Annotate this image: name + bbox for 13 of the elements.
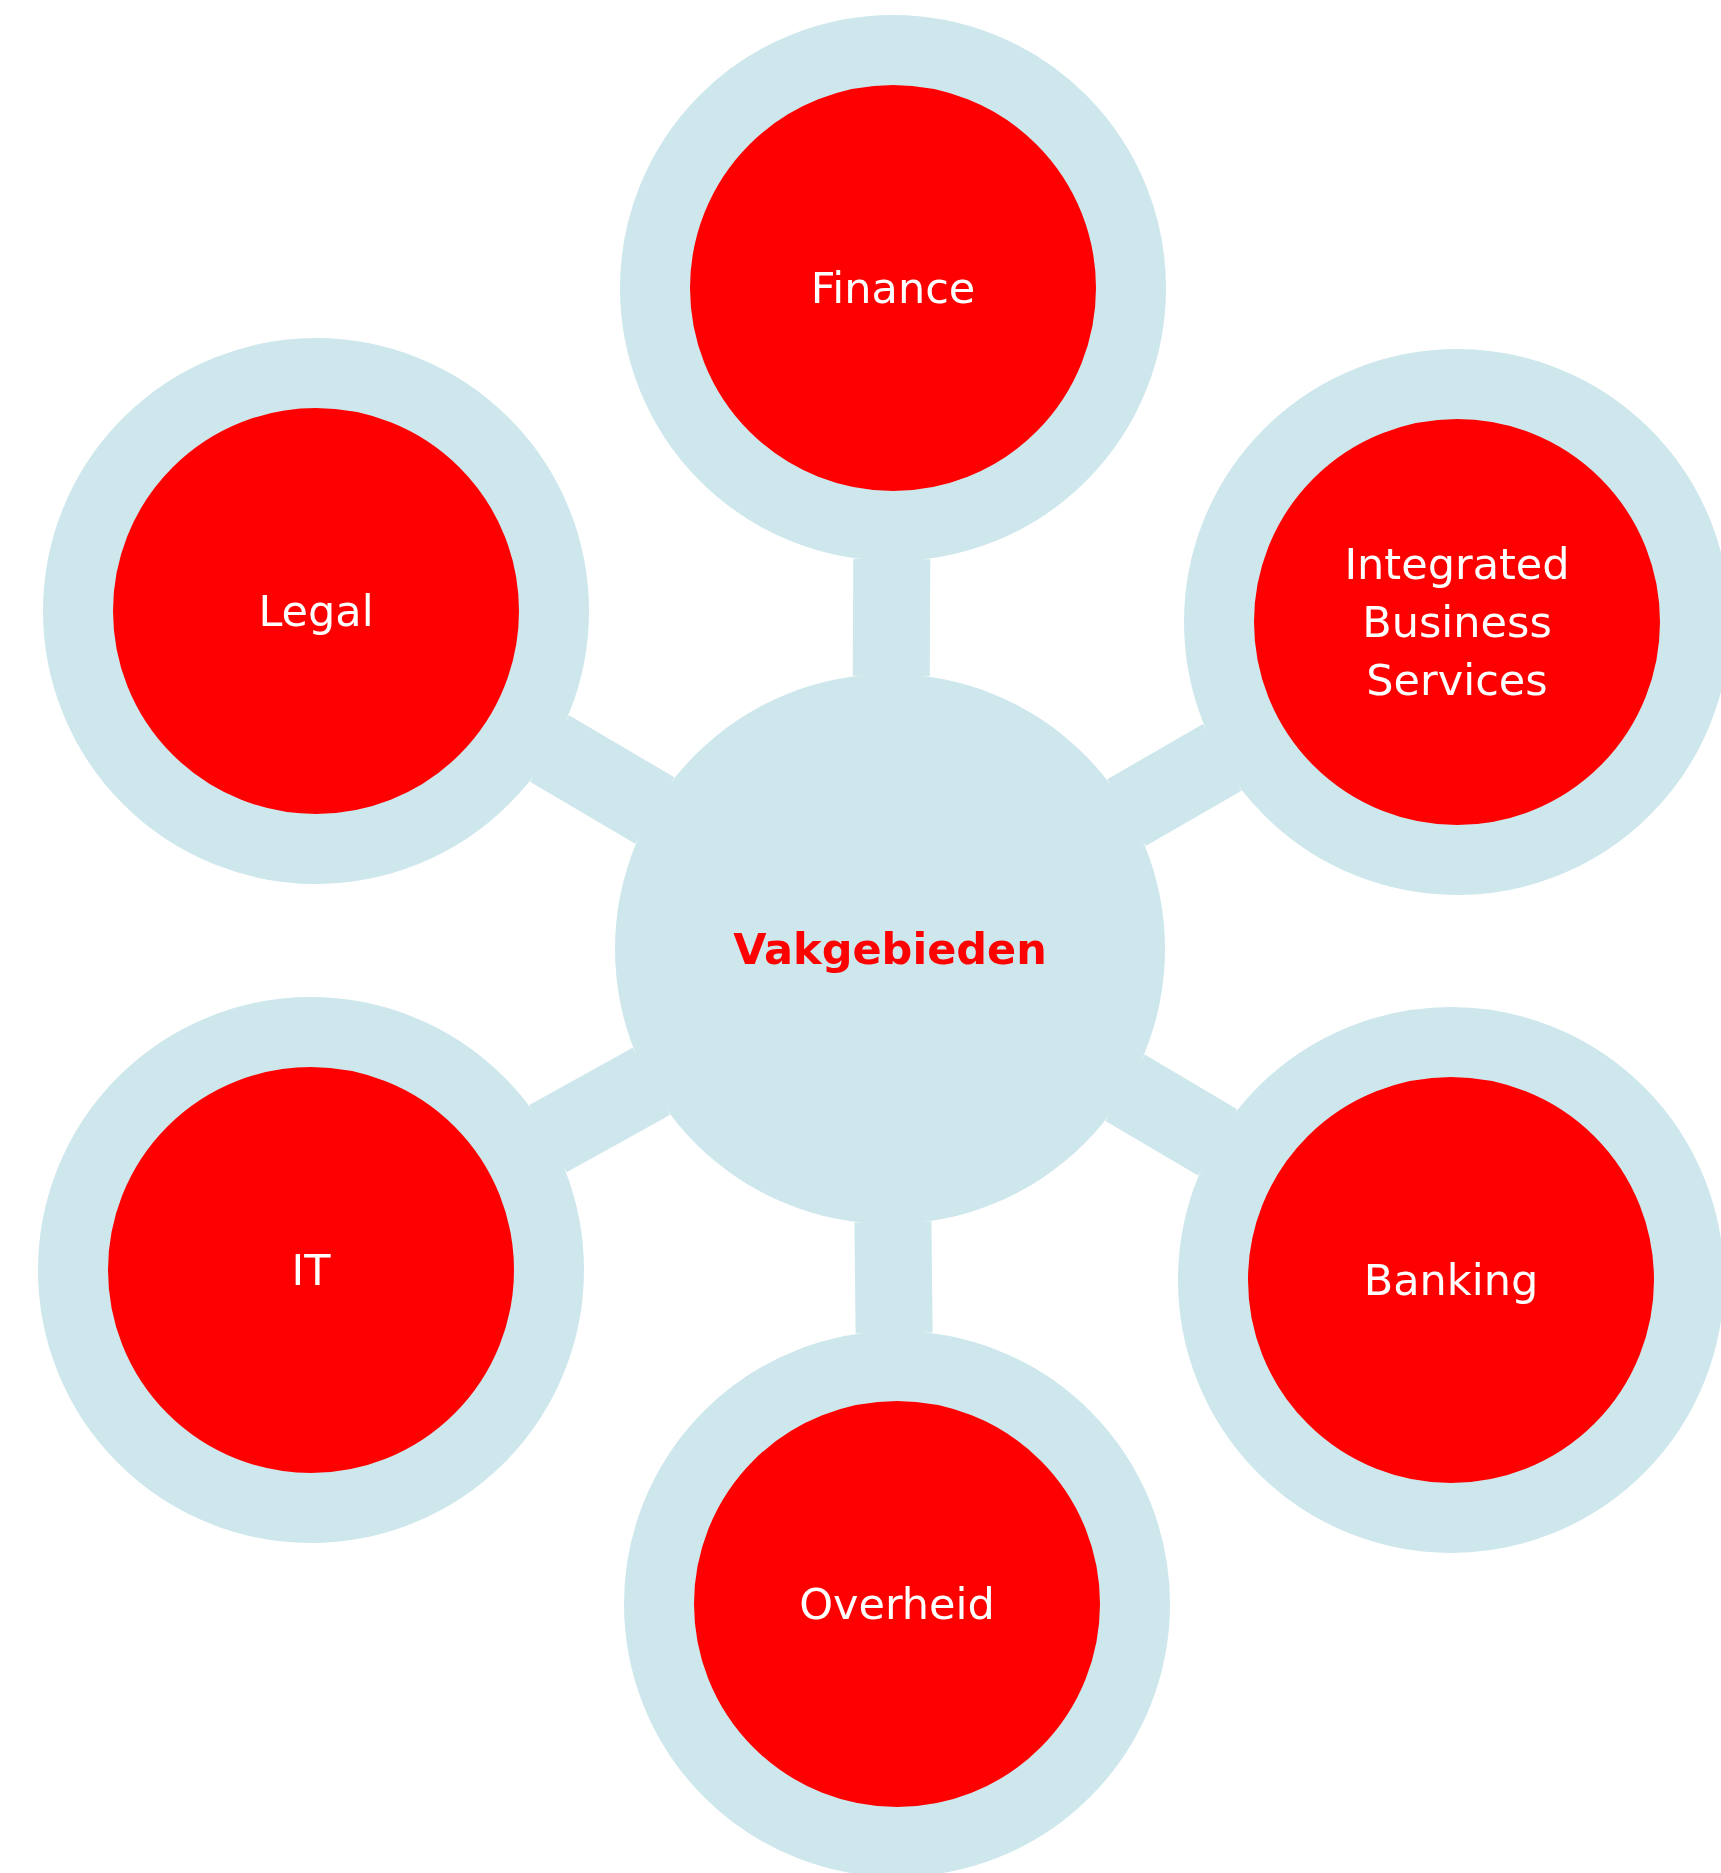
connector-bar xyxy=(1107,724,1242,846)
connector-bar xyxy=(529,1047,670,1173)
node-label: Integrated Business Services xyxy=(1343,537,1571,707)
connector-bar xyxy=(852,558,931,677)
node-label: Finance xyxy=(810,261,976,315)
node-label: IT xyxy=(291,1243,331,1297)
node-label: Overheid xyxy=(799,1577,995,1631)
node-label: Legal xyxy=(258,584,374,638)
connector-bar xyxy=(1105,1054,1238,1176)
connector-bar xyxy=(854,1221,933,1334)
connector-bar xyxy=(530,715,675,844)
node-label: Vakgebieden xyxy=(733,922,1047,976)
node-label: Banking xyxy=(1363,1253,1539,1307)
